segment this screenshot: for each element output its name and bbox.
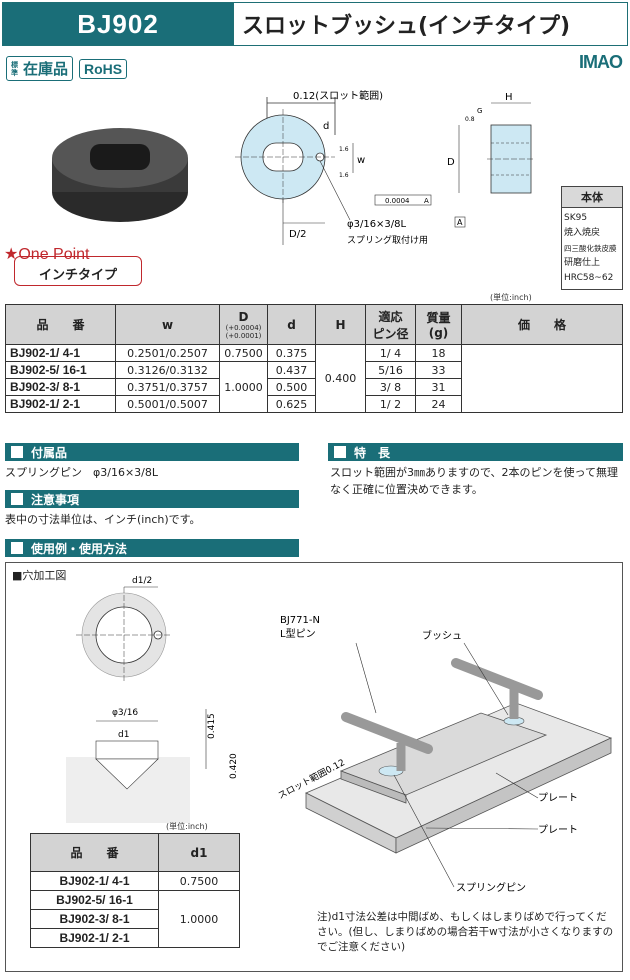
svg-text:d1/2: d1/2: [132, 576, 152, 586]
svg-text:A: A: [457, 218, 463, 227]
usage-title: 使用例・使用方法: [5, 539, 299, 557]
features-title: 特 長: [328, 443, 623, 461]
svg-text:H: H: [505, 92, 513, 103]
svg-text:A: A: [424, 197, 429, 205]
svg-text:1.6: 1.6: [339, 146, 349, 153]
caution-title: 注意事項: [5, 490, 299, 508]
material-box: 本体 SK95 焼入焼戻 四三酸化鉄皮膜 研磨仕上 HRC58~62: [561, 186, 623, 290]
accessory-title: 付属品: [5, 443, 299, 461]
svg-text:φ3/16×3/8L: φ3/16×3/8L: [347, 219, 407, 230]
spring-pin-label: スプリングピン: [456, 881, 526, 894]
svg-text:プレート: プレート: [538, 824, 578, 836]
table-row: BJ902-1/ 2-1 0.5001/0.5007 0.625 1/ 2 24: [5, 395, 623, 413]
caution-text: 表中の寸法単位は、インチ(inch)です。: [5, 513, 201, 526]
svg-text:D/2: D/2: [289, 229, 306, 240]
technical-drawing: 0.12(スロット範囲) d w 1.6 1.6 0.0004 A D/2 φ3…: [235, 89, 535, 246]
hole-diagram: d1/2 φ3/16 d1 0.415 0.420: [66, 576, 239, 823]
product-title: スロットブッシュ(インチタイプ): [233, 3, 627, 45]
svg-text:0.0004: 0.0004: [385, 197, 410, 205]
onepoint-label: ★One Point: [4, 246, 90, 263]
table-row: BJ902-3/ 8-1 0.3751/0.3757 0.500 3/ 8 31: [5, 378, 623, 396]
usage-illustration: BJ771-N L型ピン ブッシュ スロット範囲0.12 プレート プレート ス…: [276, 615, 613, 894]
unit-note: (単位:inch): [490, 293, 532, 302]
usage-note: 注)d1寸法公差は中間ばめ、もしくはしまりばめで行ってください。(但し、しまりば…: [317, 911, 614, 953]
svg-text:G: G: [477, 107, 482, 115]
d-label: d: [323, 121, 329, 132]
hole-title: ■穴加工図: [12, 569, 67, 582]
accessory-text: スプリングピン φ3/16×3/8L: [5, 466, 159, 479]
svg-text:D: D: [447, 157, 455, 168]
product-code: BJ902: [3, 3, 233, 45]
features-text: スロット範囲が3㎜ありますので、2本のピンを使って無理なく正確に位置決めできます…: [330, 466, 619, 496]
svg-text:0.420: 0.420: [229, 753, 239, 779]
svg-text:L型ピン: L型ピン: [280, 627, 316, 640]
slot-range-label: 0.12(スロット範囲): [293, 89, 383, 102]
svg-text:d1: d1: [118, 730, 129, 740]
usage-panel: ■穴加工図 d1/2 φ3/16 d1 0.415 0.420 (単位:inch…: [5, 562, 623, 972]
spec-table: 品 番 w D(+0.0004)(+0.0001) d H 適応ピン径 質量(g…: [5, 304, 623, 413]
svg-text:φ3/16: φ3/16: [112, 708, 138, 718]
pin-label: BJ771-N: [280, 615, 320, 626]
svg-text:0.8: 0.8: [465, 116, 475, 123]
stock-badge: 標準在庫品: [6, 56, 74, 81]
badges: 標準在庫品 RoHS: [6, 56, 128, 81]
svg-text:プレート: プレート: [538, 792, 578, 804]
table-row: BJ902-1/ 4-1 0.2501/0.2507 0.7500 0.375 …: [5, 344, 623, 413]
svg-text:0.415: 0.415: [207, 713, 217, 739]
header: BJ902 スロットブッシュ(インチタイプ): [2, 2, 628, 46]
brand-logo: IMAO: [579, 52, 623, 72]
onepoint-text: インチタイプ: [14, 256, 142, 286]
product-photo: [52, 128, 188, 222]
bush-label: ブッシュ: [422, 629, 462, 642]
table-row: BJ902-1/ 2-1: [30, 928, 240, 948]
svg-text:スプリング取付け用: スプリング取付け用: [347, 234, 428, 246]
svg-text:1.6: 1.6: [339, 172, 349, 179]
w-label: w: [357, 155, 365, 166]
rohs-badge: RoHS: [79, 58, 128, 79]
